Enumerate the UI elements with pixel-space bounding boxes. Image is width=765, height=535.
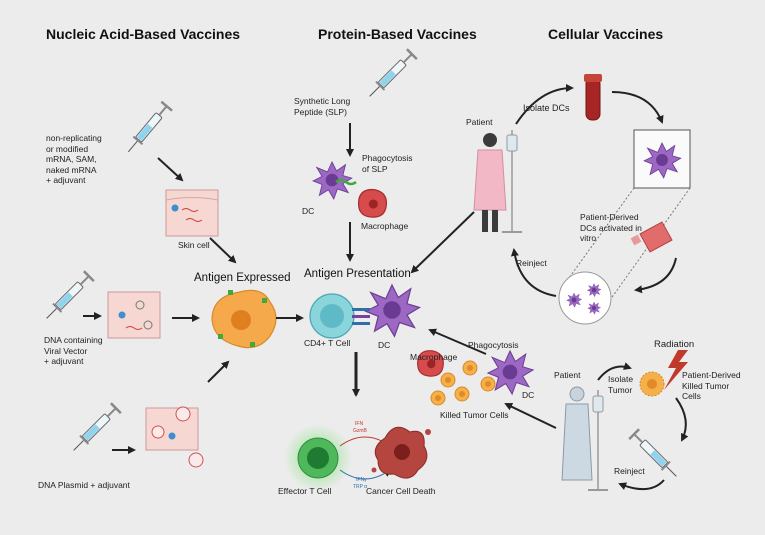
plasmid-tissue [145,406,204,468]
label-antigen-expressed: Antigen Expressed [194,272,291,284]
label-dna-plasmid: DNA Plasmid + adjuvant [38,480,130,490]
arrow-plasmid-to-antigen [207,360,230,383]
dc-activation-box [633,129,691,189]
tcr-mhc-bridge [352,308,370,325]
label-phagocytosis: Phagocytosis [468,340,519,350]
mrna-syringe [122,100,174,157]
dying-cancer-cell [371,426,431,479]
label-dna-vector: DNA containing Viral Vector + adjuvant [44,335,103,366]
arrow-reinject-bottom [618,479,665,491]
skin-cell-tissue [165,189,219,237]
label-ifn: IFN [355,421,364,427]
effector-t-cell [284,424,352,492]
culture-flask [630,221,673,253]
label-patient-bottom: Patient [554,370,581,380]
viral-vector-tissue [107,291,161,339]
header-protein: Protein-Based Vaccines [318,26,477,42]
label-ifng: IFNγ [356,477,367,483]
arrow-mrna-to-skin [157,157,184,182]
label-radiation: Radiation [654,339,695,350]
label-presenting-dc: DC [378,340,391,350]
arrow-isolate-tumor [597,362,632,381]
header-nucleic: Nucleic Acid-Based Vaccines [46,26,241,42]
label-protein-macrophage: Macrophage [361,221,409,231]
arrow-skin-to-antigen [209,237,237,264]
arrow-blood-to-dcs [611,91,664,124]
label-cellular-macrophage: Macrophage [410,352,458,362]
arrow-flask-to-reinject [634,257,677,294]
patient-bottom [561,386,608,491]
label-cd4-tcell: CD4+ T Cell [304,338,351,348]
label-effector-tcell: Effector T Cell [278,486,332,496]
presenting-dc [365,284,421,337]
label-trp: TRP α [353,484,368,490]
blood-tube [584,74,602,121]
label-skin-cell: Skin cell [178,240,210,250]
arrow-patient-to-presentation [410,211,475,274]
label-gzmb: GzmB [353,428,367,434]
arrow-phago-to-presentation-right [428,328,487,355]
slp-peptide [335,178,357,186]
arrow-isolate-dcs [515,84,574,125]
arrow-tumor-to-syringe [675,397,689,442]
label-killed-tumor-derived: Patient-Derived Killed Tumor Cells [682,370,741,401]
patient-top [473,130,522,233]
label-patient-derived-dcs: Patient-Derived DCs activated in vitro [580,212,642,243]
label-isolate-tumor: Isolate Tumor [608,374,634,395]
label-protein-dc: DC [302,206,315,216]
label-reinject-bottom: Reinject [614,466,645,476]
arrow-reinject-to-patient [510,248,557,297]
label-cellular-dc: DC [522,390,535,400]
label-reinject-top: Reinject [516,258,547,268]
killed-tumor-cluster [639,371,665,397]
label-cancer-death: Cancer Cell Death [366,486,436,496]
antigen-expressing-cell [211,289,277,349]
label-mrna: non-replicating or modified mRNA, SAM, n… [46,133,102,185]
header-cellular: Cellular Vaccines [548,26,664,42]
reinject-dc-circle [558,271,612,325]
arrow-patient-to-killed [504,402,557,429]
plasmid-syringe [68,401,123,456]
protein-macrophage-cell [357,188,388,218]
label-patient-top: Patient [466,117,493,127]
cd4-t-cell [309,293,355,339]
label-phago-slp: Phagocytosis of SLP [362,153,413,174]
slp-syringe [364,47,419,102]
lightning-icon [664,350,688,390]
label-killed-tumor-cells: Killed Tumor Cells [440,410,509,420]
label-isolate-dcs: Isolate DCs [523,103,570,113]
label-antigen-presentation: Antigen Presentation [304,268,411,280]
label-slp: Synthetic Long Peptide (SLP) [294,96,351,117]
